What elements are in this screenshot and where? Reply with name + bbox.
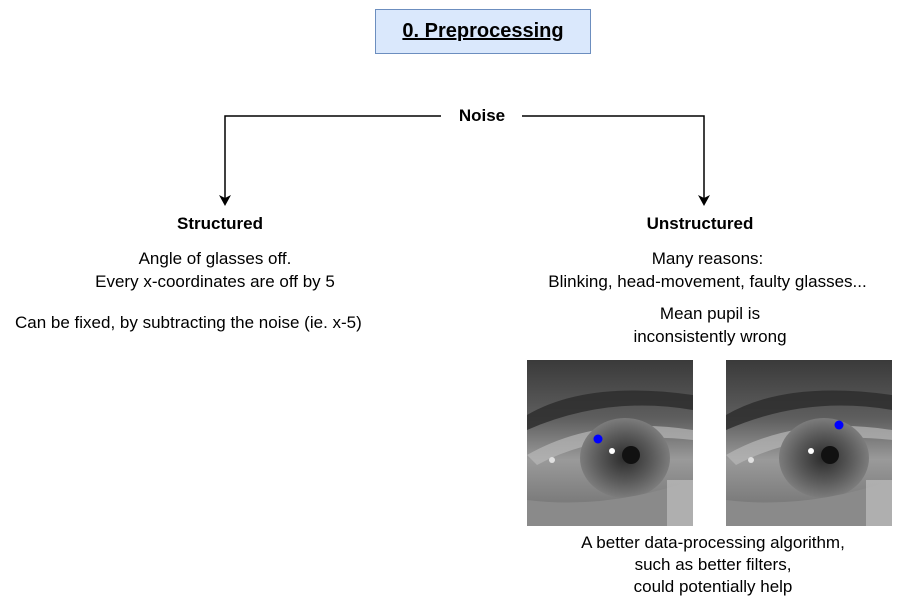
- structured-line-1: Angle of glasses off.: [138, 249, 292, 268]
- eye-image-right: [726, 360, 892, 526]
- noise-node: Noise: [458, 106, 506, 125]
- page-title: 0. Preprocessing: [375, 9, 591, 54]
- structured-line-2: Every x-coordinates are off by 5: [95, 272, 335, 291]
- pupil-marker-left: [593, 434, 603, 444]
- connector-noise-to-structured: [224, 115, 441, 200]
- unstructured-help-line-3: could potentially help: [633, 577, 793, 596]
- structured-fix-note: Can be fixed, by subtracting the noise (…: [15, 313, 362, 332]
- eye-image-left: [527, 360, 693, 526]
- unstructured-reasons-line-2: Blinking, head-movement, faulty glasses.…: [548, 272, 867, 291]
- unstructured-reasons-line-1: Many reasons:: [651, 249, 764, 268]
- page-title-text: 0. Preprocessing: [402, 20, 564, 42]
- unstructured-pupil-line-1: Mean pupil is: [659, 304, 761, 323]
- connector-noise-to-unstructured: [522, 115, 705, 200]
- structured-heading: Structured: [177, 214, 263, 233]
- unstructured-help-line-1: A better data-processing algorithm,: [581, 533, 845, 552]
- unstructured-pupil-line-2: inconsistently wrong: [633, 327, 787, 346]
- unstructured-help-line-2: such as better filters,: [634, 555, 792, 574]
- pupil-marker-right: [834, 420, 844, 430]
- unstructured-heading: Unstructured: [646, 214, 754, 233]
